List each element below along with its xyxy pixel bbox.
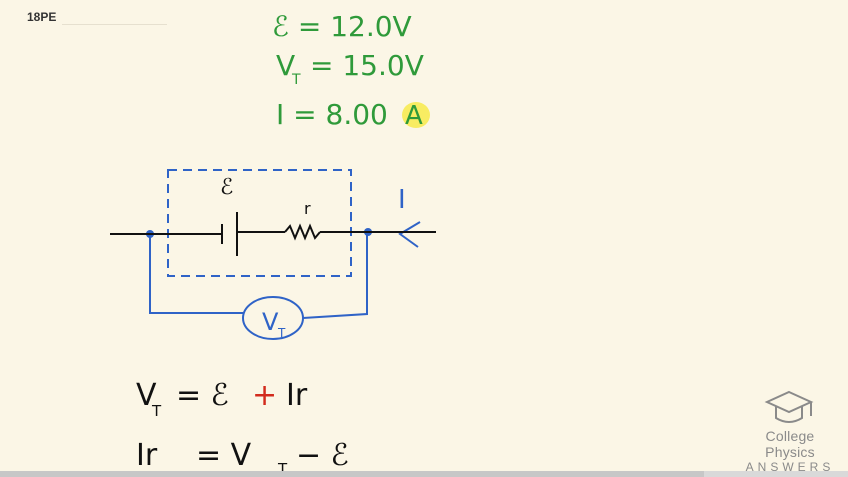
given-vt-subscript: T <box>291 72 301 88</box>
eq2-mid-subscript: T <box>277 460 288 477</box>
given-vt-symbol: V <box>276 49 295 82</box>
brand-line2: ANSWERS <box>745 460 835 474</box>
eq1-left: V <box>136 378 157 413</box>
given-emf: ℰ = 12.0V <box>272 10 412 43</box>
highlight-mark <box>402 102 430 128</box>
voltmeter-lead-right <box>302 234 368 319</box>
brand-logo: College Physics ANSWERS <box>742 388 838 474</box>
eq1-mid: = ℰ <box>176 378 229 413</box>
eq2-left: Ir <box>136 438 158 473</box>
current-label: I <box>398 185 406 215</box>
graduation-cap-icon <box>764 390 814 423</box>
given-current: I = 8.00 <box>276 98 388 131</box>
given-current-unit: A <box>405 101 423 131</box>
voltmeter-lead-left <box>149 234 243 314</box>
voltmeter-circle <box>242 296 304 340</box>
given-vt-value: = 15.0V <box>310 49 424 82</box>
tag-underline <box>62 24 167 25</box>
internal-resistor <box>284 223 321 241</box>
battery-dashed-box <box>167 169 352 277</box>
problem-tag: 18PE <box>27 10 57 24</box>
current-arrow <box>398 221 421 248</box>
resistor-symbol: r <box>304 199 311 218</box>
eq1-plus: + <box>252 378 277 413</box>
video-progress-fill <box>0 471 704 477</box>
voltmeter-label: V <box>262 308 279 336</box>
eq1-right: Ir <box>286 378 308 413</box>
eq2-mid: = V <box>196 438 252 473</box>
eq2-right: − ℰ <box>296 438 349 473</box>
voltmeter-subscript: T <box>277 326 286 340</box>
emf-symbol: ℰ <box>220 175 233 200</box>
video-progress-bar[interactable] <box>0 471 848 477</box>
brand-line1: College Physics <box>765 428 815 460</box>
eq1-left-subscript: T <box>151 402 162 420</box>
